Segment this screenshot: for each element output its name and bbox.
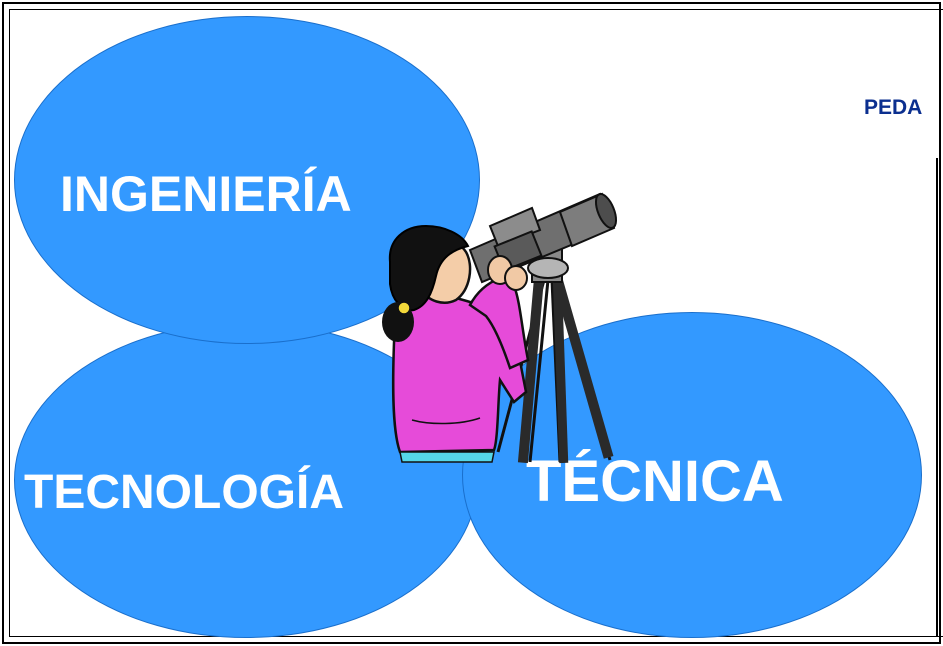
technique-label: TÉCNICA: [526, 449, 784, 514]
slide-inner-border: [9, 9, 943, 637]
right-divider-line: [936, 158, 938, 636]
header-title: PEDA: [864, 96, 923, 119]
technology-label: TECNOLOGÍA: [24, 466, 344, 519]
engineering-label: INGENIERÍA: [60, 166, 352, 222]
